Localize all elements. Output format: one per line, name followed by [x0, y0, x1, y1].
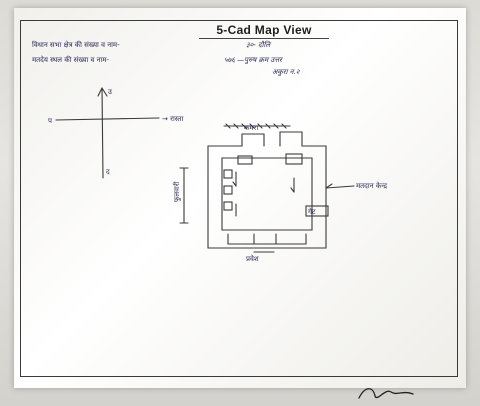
right-pointer-label: मतदान केन्द्र	[356, 181, 387, 190]
compass-north-label: उ	[108, 88, 112, 96]
compass-west-label: प	[48, 117, 53, 125]
top-road-hatching	[225, 123, 287, 129]
page-border	[20, 20, 458, 377]
signature	[358, 388, 414, 399]
room-box-right	[305, 205, 329, 217]
room-box-top-left	[237, 155, 253, 165]
compass-east-label: → रास्ता	[162, 115, 183, 123]
paper-sheet: 5-Cad Map View विधान सभा क्षेत्र की संख्…	[14, 8, 466, 388]
top-room-right	[279, 131, 303, 147]
assembly-field-value: ३०- दौलि	[246, 41, 271, 49]
top-room-left	[241, 133, 265, 147]
right-pointer-head	[325, 183, 333, 189]
north-arrow-head	[97, 87, 103, 97]
compass-east-west-line	[55, 117, 160, 121]
room-box-left-3	[223, 201, 233, 211]
right-room-label: गेट	[308, 207, 316, 216]
polling-station-field-value-line2: अकुरा न.२	[272, 68, 300, 76]
room-box-left-2	[223, 185, 233, 195]
bottom-entry-label: प्रवेश	[246, 254, 259, 263]
page-title: 5-Cad Map View	[216, 23, 312, 37]
polling-station-field-label: मतदेय स्थल की संख्या व नाम-	[32, 56, 110, 64]
room-box-left-1	[223, 169, 233, 179]
bottom-gate	[227, 233, 307, 245]
building-outline	[207, 145, 327, 249]
right-pointer-line	[325, 185, 355, 189]
assembly-field-label: विधान सभा क्षेत्र की संख्या व नाम-	[32, 41, 120, 49]
north-arrow-head-right	[101, 87, 108, 97]
compass-north-south-line	[101, 87, 104, 179]
top-room-label: कमरा	[244, 124, 258, 132]
sketch-map: प → रास्ता उ द कमरा फुलवारी मतदान केन्द्…	[48, 87, 387, 263]
left-side-label: फुलवारी	[172, 181, 181, 202]
arrow-left-down-head	[232, 181, 237, 187]
title-underline	[199, 38, 329, 39]
polling-station-field-value: ५७६ —पुरुष क्रम उत्तर	[224, 56, 282, 64]
compass-south-label: द	[106, 168, 110, 176]
arrow-right-down-head	[290, 187, 295, 193]
inner-courtyard	[221, 157, 313, 231]
room-box-top-right	[285, 153, 303, 165]
